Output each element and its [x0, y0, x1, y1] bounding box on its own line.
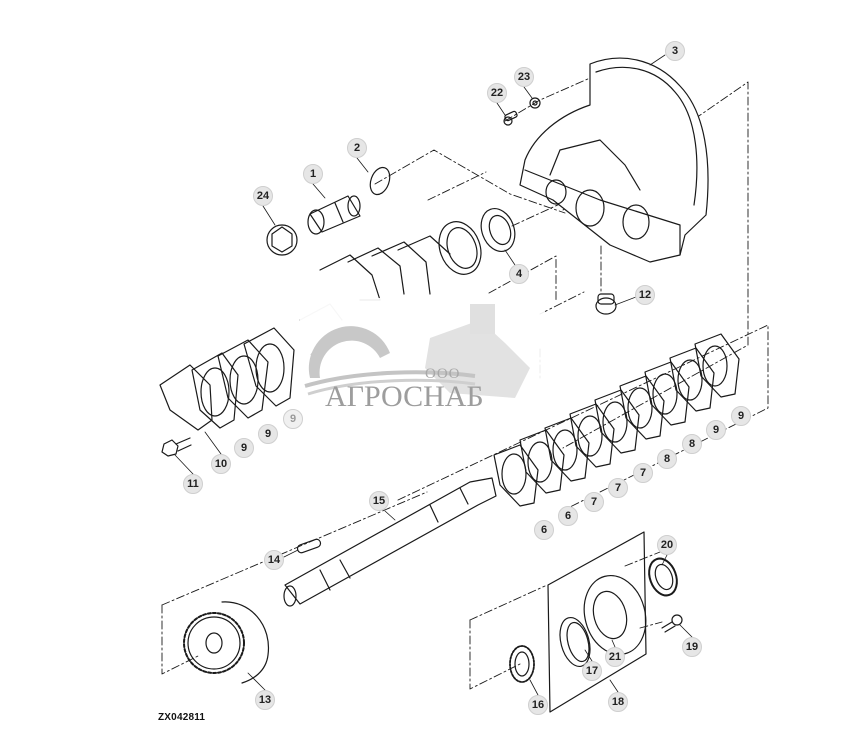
callout-18: 18 — [608, 692, 628, 712]
watermark-prefix: ООО — [425, 366, 461, 382]
callout-14: 14 — [264, 550, 284, 570]
callout-9: 9 — [731, 406, 751, 426]
bearing-cone-16 — [509, 645, 535, 683]
callout-21: 21 — [605, 647, 625, 667]
callout-19: 19 — [682, 637, 702, 657]
watermark-company-name: АГРОСНАБ — [325, 380, 484, 413]
cap-screw-19 — [661, 614, 683, 633]
callout-13: 13 — [255, 690, 275, 710]
callout-9: 9 — [234, 438, 254, 458]
callout-11: 11 — [183, 474, 203, 494]
bearing-cone-4 — [480, 208, 516, 252]
lower-disc-pack — [493, 333, 740, 507]
callout-8: 8 — [682, 434, 702, 454]
callout-24: 24 — [253, 186, 273, 206]
callout-7: 7 — [584, 492, 604, 512]
bearing-cup-5 — [438, 221, 482, 275]
o-ring-2 — [369, 166, 391, 196]
callout-20: 20 — [657, 535, 677, 555]
plug-24 — [266, 224, 298, 256]
watermark-logo-icon — [304, 304, 530, 398]
figure-id-label: ZX042811 — [158, 712, 206, 723]
seal-20 — [648, 557, 678, 597]
callout-9: 9 — [283, 409, 303, 429]
callout-8: 8 — [657, 449, 677, 469]
callout-6: 6 — [534, 520, 554, 540]
callout-7: 7 — [633, 463, 653, 483]
callout-16: 16 — [528, 695, 548, 715]
sleeve-1 — [307, 195, 361, 235]
callout-2: 2 — [347, 138, 367, 158]
callout-4: 4 — [509, 264, 529, 284]
plug-12 — [595, 293, 617, 315]
callout-15: 15 — [369, 491, 389, 511]
callout-12: 12 — [635, 285, 655, 305]
callout-9: 9 — [706, 420, 726, 440]
upper-disc-pack — [159, 235, 451, 431]
watermark-panel — [300, 298, 545, 418]
callout-3: 3 — [665, 41, 685, 61]
bearing-cup-17 — [559, 616, 591, 668]
callout-17: 17 — [582, 661, 602, 681]
shaft-15 — [283, 477, 497, 607]
cap-screw-22 — [503, 110, 518, 126]
cap-screw-11 — [161, 437, 192, 457]
callout-23: 23 — [514, 67, 534, 87]
assembly-centerlines — [161, 77, 769, 690]
callout-6: 6 — [558, 506, 578, 526]
callout-9: 9 — [258, 424, 278, 444]
callout-1: 1 — [303, 164, 323, 184]
bearing-housing-21 — [583, 574, 647, 656]
housing-part — [519, 57, 709, 263]
gear-13 — [183, 601, 270, 684]
callout-7: 7 — [608, 478, 628, 498]
leader-lines — [174, 54, 693, 696]
callout-22: 22 — [487, 83, 507, 103]
assembly-frame-18 — [547, 531, 647, 713]
callout-10: 10 — [211, 454, 231, 474]
washer-23 — [529, 97, 541, 109]
